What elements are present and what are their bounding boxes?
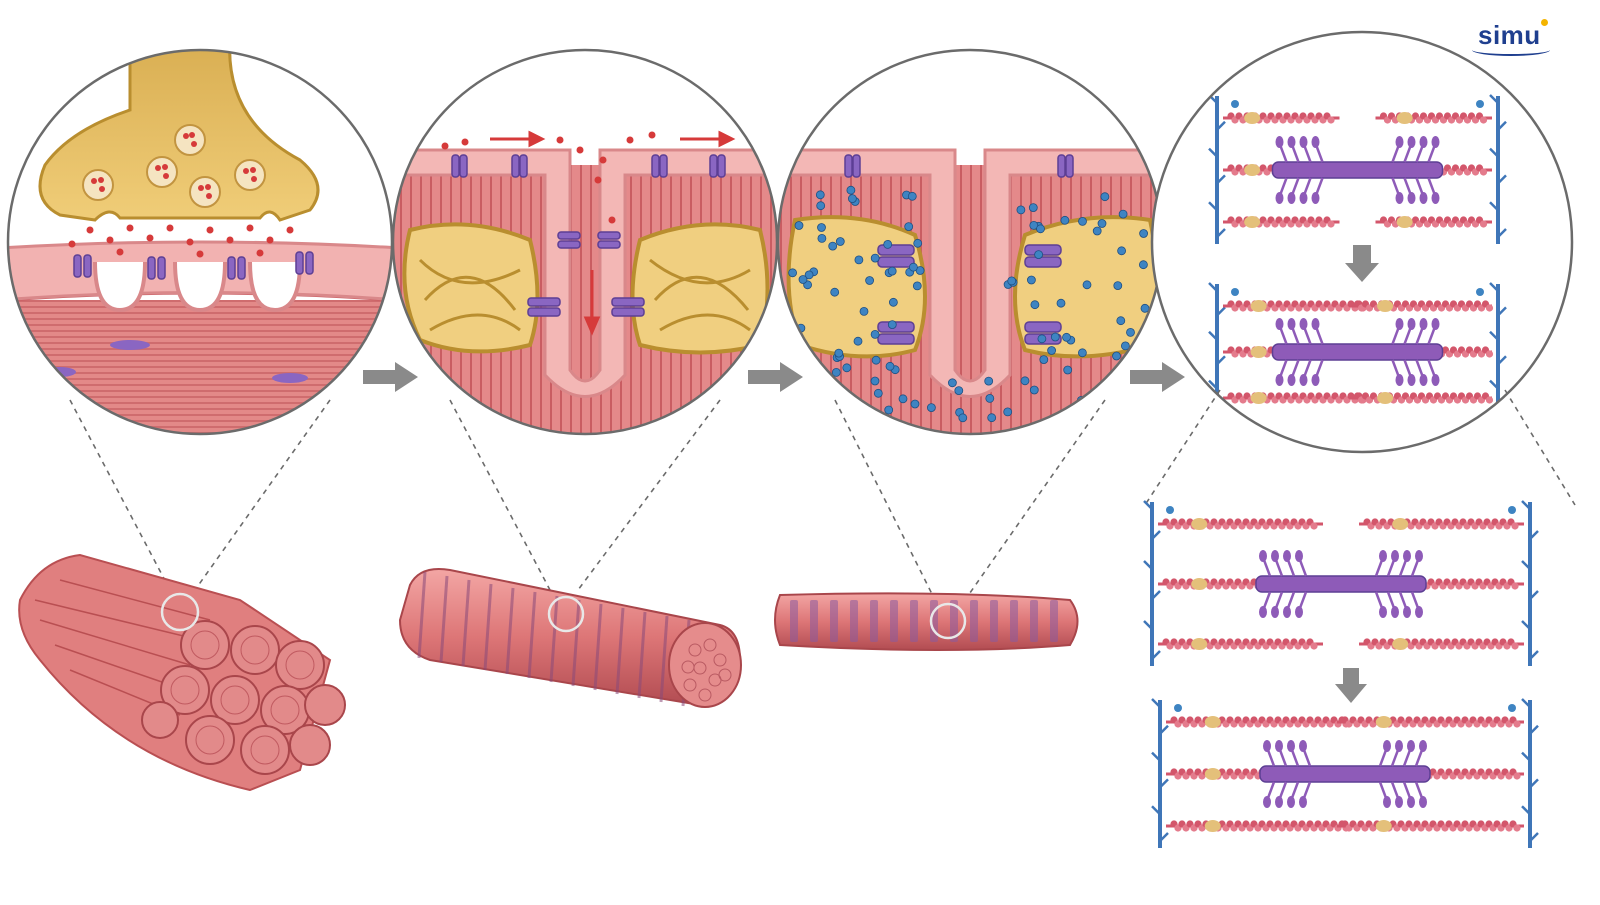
sarcomere bbox=[1143, 500, 1539, 666]
nucleus bbox=[110, 340, 150, 350]
sarcomere bbox=[1208, 94, 1507, 244]
zoom-marker bbox=[547, 595, 585, 633]
zoom-circle-4 bbox=[1150, 30, 1574, 454]
down-arrow-icon bbox=[1335, 668, 1367, 703]
t-tubule-membrane bbox=[393, 148, 777, 398]
muscle-bundle bbox=[18, 553, 346, 792]
sarcomere bbox=[1208, 282, 1507, 420]
synaptic-vesicles bbox=[82, 124, 266, 208]
down-arrow-icon bbox=[1345, 245, 1379, 282]
panel-4-sarcomere-closeup bbox=[1152, 32, 1572, 452]
logo-swoosh bbox=[1472, 44, 1550, 56]
logo-dot bbox=[1540, 19, 1548, 26]
right-arrow-icon bbox=[363, 362, 418, 392]
panel-1-neuromuscular-junction bbox=[8, 50, 392, 434]
panel-2-t-tubule bbox=[393, 50, 777, 434]
red-arrow-icon bbox=[490, 130, 736, 336]
acetylcholine-receptors bbox=[73, 251, 314, 280]
dhp-receptors bbox=[451, 154, 726, 317]
myofibril bbox=[774, 592, 1079, 651]
zoom-marker bbox=[929, 602, 967, 640]
ryanodine-receptors bbox=[844, 154, 1074, 345]
zoom-guide-lines bbox=[69, 389, 1576, 601]
muscle-fiber bbox=[398, 568, 742, 708]
zoom-marker bbox=[160, 592, 200, 632]
acetylcholine-molecules bbox=[68, 224, 294, 258]
right-arrow-icon bbox=[1130, 362, 1185, 392]
nucleus bbox=[272, 373, 308, 383]
simu-logo: simu bbox=[1472, 19, 1550, 56]
right-arrow-icon bbox=[748, 362, 803, 392]
panel-3-calcium-release bbox=[778, 50, 1162, 434]
sarcomere bbox=[1151, 698, 1539, 848]
fascicles bbox=[141, 620, 346, 775]
